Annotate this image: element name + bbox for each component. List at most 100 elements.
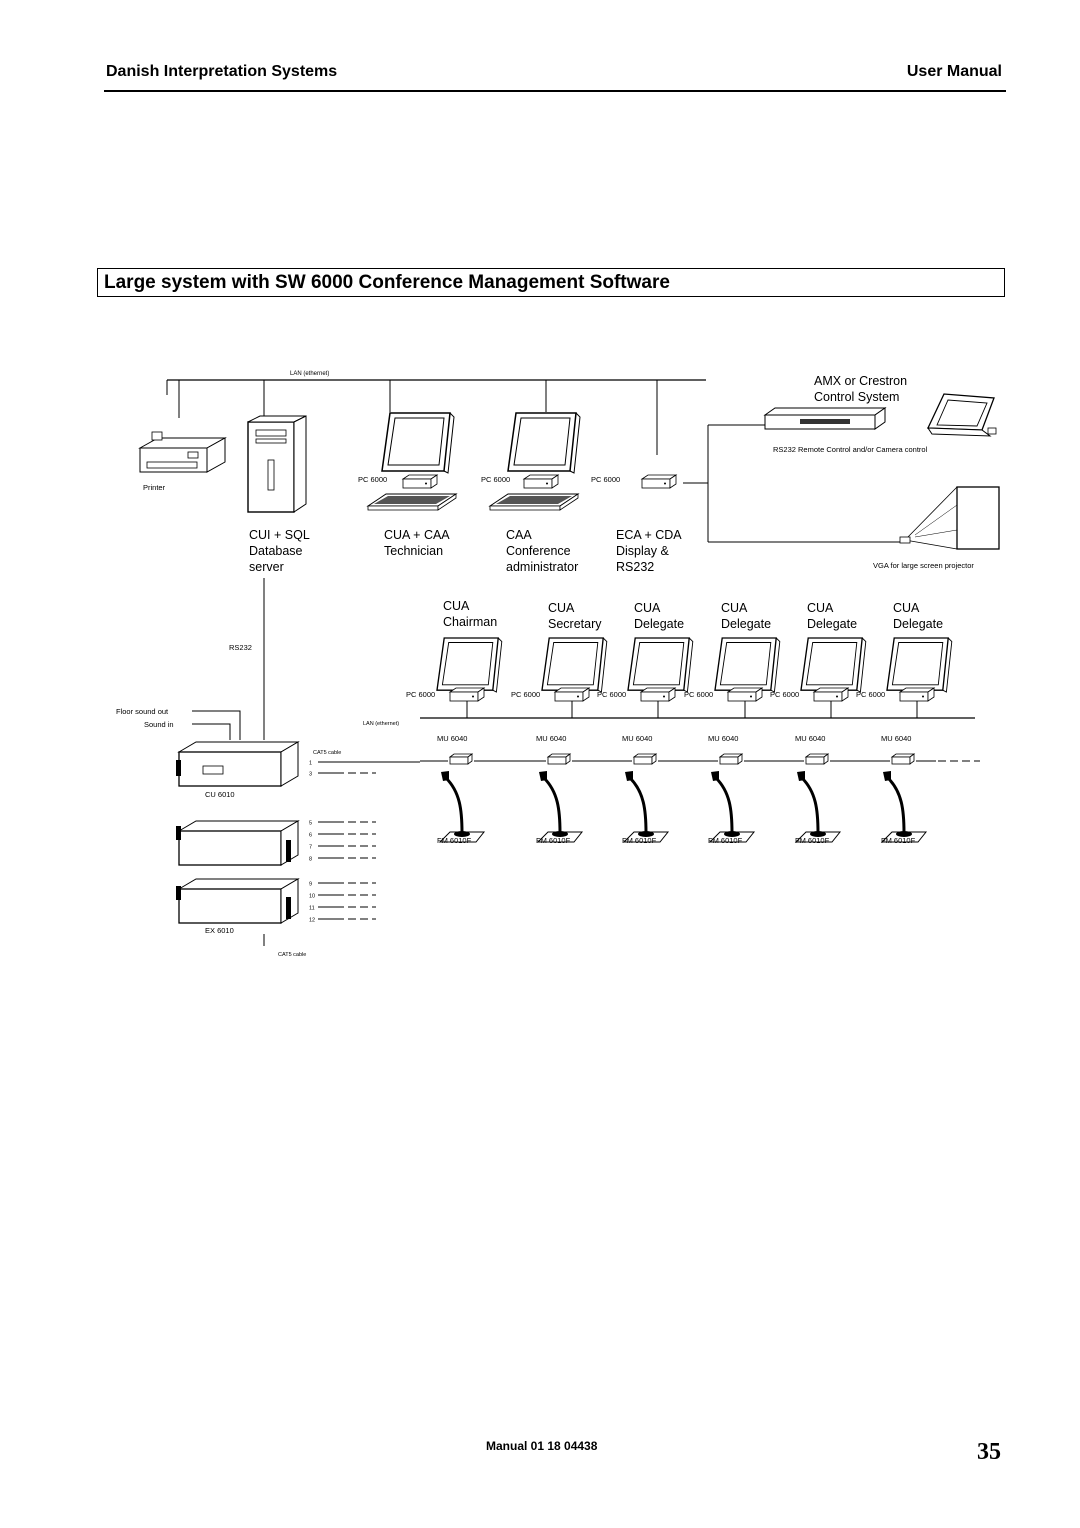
station-role-label: CUA xyxy=(893,601,920,615)
floor-sound-out-label: Floor sound out xyxy=(116,707,169,716)
mu-label: MU 6040 xyxy=(708,734,738,743)
port-number: 5 xyxy=(309,821,312,827)
ex-6010-icon xyxy=(176,878,300,924)
rs232-label: RS232 xyxy=(229,643,252,652)
station-name-label: Delegate xyxy=(893,617,943,631)
control-system-icon xyxy=(763,407,887,430)
pc-label: PC 6000 xyxy=(597,690,626,699)
monitor-icon xyxy=(800,637,867,693)
role-label: ECA + CDA xyxy=(616,528,682,542)
page-number: 35 xyxy=(977,1439,1001,1465)
role-label: Database xyxy=(249,544,303,558)
port-number: 11 xyxy=(309,906,315,912)
station-role-label: CUA xyxy=(443,599,470,613)
fm-label: FM 6010F xyxy=(622,836,657,845)
pc-label: PC 6000 xyxy=(770,690,799,699)
cat5-label: CAT5 cable xyxy=(313,750,341,756)
monitor-icon xyxy=(627,637,694,693)
mu-6040-icon xyxy=(633,753,657,765)
pc-label: PC 6000 xyxy=(591,475,620,484)
monitor-icon xyxy=(541,637,608,693)
station-name-label: Chairman xyxy=(443,615,497,629)
pc-label: PC 6000 xyxy=(406,690,435,699)
pc-icon xyxy=(641,474,677,489)
mu-6040-icon xyxy=(547,753,571,765)
role-label: Conference xyxy=(506,544,571,558)
microphone-icon xyxy=(880,769,928,844)
printer-icon xyxy=(138,431,227,473)
mu-label: MU 6040 xyxy=(536,734,566,743)
port-number: 6 xyxy=(309,833,312,839)
projector-icon xyxy=(899,486,1000,550)
cu-6010-icon xyxy=(176,741,300,787)
microphone-icon xyxy=(438,769,486,844)
mu-6040-icon xyxy=(805,753,829,765)
section-title-box: Large system with SW 6000 Conference Man… xyxy=(97,268,1005,297)
station-name-label: Delegate xyxy=(634,617,684,631)
lan-label-bottom: LAN (ethernet) xyxy=(363,721,399,727)
lan-label-top: LAN (ethernet) xyxy=(290,371,329,377)
role-label: CUI + SQL xyxy=(249,528,310,542)
role-label: CAA xyxy=(506,528,532,542)
manual-number: Manual 01 18 04438 xyxy=(486,1439,598,1453)
mu-6040-icon xyxy=(449,753,473,765)
port-number: 12 xyxy=(309,918,315,924)
header-rule xyxy=(104,90,1006,92)
printer-label: Printer xyxy=(143,483,166,492)
touch-panel-icon xyxy=(926,393,997,437)
header-title: Danish Interpretation Systems xyxy=(106,63,338,80)
station-role-label: CUA xyxy=(634,601,661,615)
pc-icon xyxy=(449,687,485,702)
port-number: 3 xyxy=(309,772,312,778)
pc-icon xyxy=(640,687,676,702)
monitor-icon xyxy=(886,637,953,693)
role-label: Display & xyxy=(616,544,669,558)
port-number: 8 xyxy=(309,857,312,863)
mu-label: MU 6040 xyxy=(881,734,911,743)
sound-in-label: Sound in xyxy=(144,720,174,729)
pc-icon xyxy=(813,687,849,702)
header-doc-type: User Manual xyxy=(906,63,1002,80)
cat5-label: CAT5 cable xyxy=(278,952,306,958)
station-role-label: CUA xyxy=(721,601,748,615)
database-server-icon xyxy=(247,415,307,513)
fm-label: FM 6010F xyxy=(708,836,743,845)
station-name-label: Delegate xyxy=(807,617,857,631)
mu-6040-icon xyxy=(891,753,915,765)
pc-label: PC 6000 xyxy=(684,690,713,699)
mu-label: MU 6040 xyxy=(437,734,467,743)
port-number: 1 xyxy=(309,761,312,767)
pc-icon xyxy=(523,474,559,489)
control-system-label: Control System xyxy=(814,390,899,404)
keyboard-icon xyxy=(367,493,457,511)
pc-label: PC 6000 xyxy=(856,690,885,699)
projector-note: VGA for large screen projector xyxy=(873,561,974,570)
role-label: Technician xyxy=(384,544,443,558)
station-name-label: Secretary xyxy=(548,617,602,631)
role-label: CUA + CAA xyxy=(384,528,450,542)
microphone-icon xyxy=(794,769,842,844)
role-label: RS232 xyxy=(616,560,654,574)
monitor-icon xyxy=(714,637,781,693)
cu-label: CU 6010 xyxy=(205,790,235,799)
mu-label: MU 6040 xyxy=(795,734,825,743)
expansion-unit-icon xyxy=(176,820,300,866)
port-number: 7 xyxy=(309,845,312,851)
port-number: 9 xyxy=(309,882,312,888)
station-role-label: CUA xyxy=(807,601,834,615)
pc-label: PC 6000 xyxy=(511,690,540,699)
station-role-label: CUA xyxy=(548,601,575,615)
fm-label: FM 6010F xyxy=(536,836,571,845)
monitor-icon xyxy=(436,637,503,693)
microphone-icon xyxy=(622,769,670,844)
control-system-label: AMX or Crestron xyxy=(814,374,907,388)
fm-label: FM 6010F xyxy=(881,836,916,845)
pc-label: PC 6000 xyxy=(358,475,387,484)
pc-icon xyxy=(727,687,763,702)
role-label: server xyxy=(249,560,284,574)
monitor-icon xyxy=(381,412,455,474)
keyboard-icon xyxy=(489,493,579,511)
mu-label: MU 6040 xyxy=(622,734,652,743)
station-name-label: Delegate xyxy=(721,617,771,631)
